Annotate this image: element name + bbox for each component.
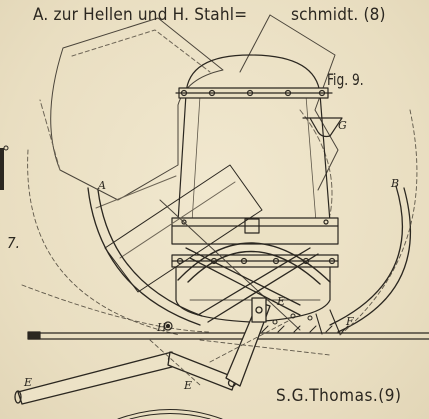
part-label-f: F — [346, 315, 354, 328]
converter-body — [177, 54, 331, 223]
ghost-lever-lines — [149, 319, 331, 386]
arc-rail-b — [329, 185, 412, 333]
part-label-a: A — [98, 179, 106, 192]
rotated-converter-outline — [239, 14, 339, 216]
tilted-converter-outline — [39, 17, 224, 201]
base-rail — [27, 309, 429, 340]
lower-collar-band — [171, 254, 339, 268]
header-authors-right: schmidt. (8) — [291, 5, 386, 25]
part-label-b: B — [391, 177, 400, 190]
crossing-levers — [185, 247, 319, 323]
left-margin-mark — [0, 145, 9, 190]
middle-collar-band — [171, 217, 339, 245]
hand-lever-e — [14, 351, 177, 405]
next-figure-arc — [117, 409, 223, 419]
pivot-h — [163, 321, 173, 331]
part-label-e-mid: E — [184, 379, 193, 392]
part-label-g: G — [338, 119, 347, 132]
figure-label: Fig. 9. — [327, 70, 364, 89]
link-rods — [167, 297, 271, 391]
funnel-g — [302, 117, 343, 138]
header-authors-left: A. zur Hellen und H. Stahl= — [33, 5, 248, 25]
figure-caption: S.G.Thomas.(9) — [276, 386, 402, 406]
tilted-frame — [95, 164, 301, 331]
part-label-h: H — [157, 321, 167, 334]
part-label-e-left: E — [24, 376, 33, 389]
rail-rivets — [272, 313, 313, 325]
margin-figure-number: 7. — [7, 234, 20, 252]
part-label-e-right: E — [277, 295, 286, 308]
swing-path-arcs — [21, 109, 418, 336]
top-collar-band — [175, 87, 333, 99]
arc-rail-a — [87, 187, 203, 326]
arch-support — [177, 242, 331, 285]
